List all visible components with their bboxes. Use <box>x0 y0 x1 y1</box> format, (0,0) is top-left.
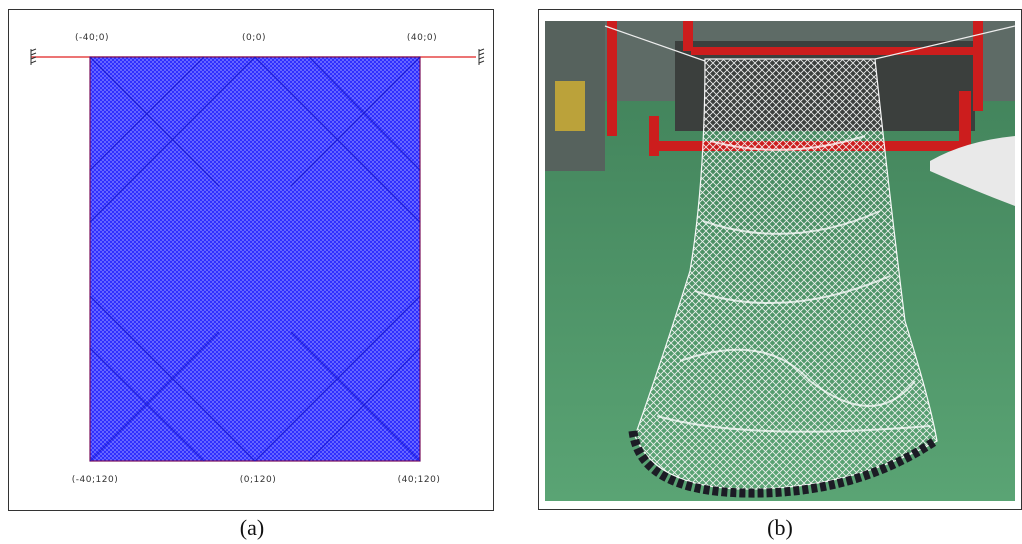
net-panel <box>89 56 421 462</box>
coord-bottom-mid: (0;120) <box>239 475 277 485</box>
panel-b-net-photo <box>538 9 1022 510</box>
mesh-diagonals <box>89 56 421 462</box>
caption-a: (a) <box>239 515 265 540</box>
right-support-icon <box>478 48 485 65</box>
left-support-icon <box>30 48 37 65</box>
panel-a-net-simulation: (-40;0) (0;0) (40;0) (-40;120) (0;120) (… <box>8 9 494 511</box>
coord-top-right: (40;0) <box>406 33 438 43</box>
coord-top-mid: (0;0) <box>241 33 267 43</box>
coord-top-left: (-40;0) <box>75 33 109 43</box>
net-photo-illustration <box>545 21 1015 501</box>
chain-weight <box>628 430 938 498</box>
spare-net <box>930 136 1015 206</box>
net-photo <box>545 21 1015 501</box>
coord-bottom-left: (-40;120) <box>71 475 119 485</box>
caption-b: (b) <box>767 515 793 540</box>
coord-bottom-right: (40;120) <box>397 475 441 485</box>
net-simulation-drawing <box>30 48 485 462</box>
